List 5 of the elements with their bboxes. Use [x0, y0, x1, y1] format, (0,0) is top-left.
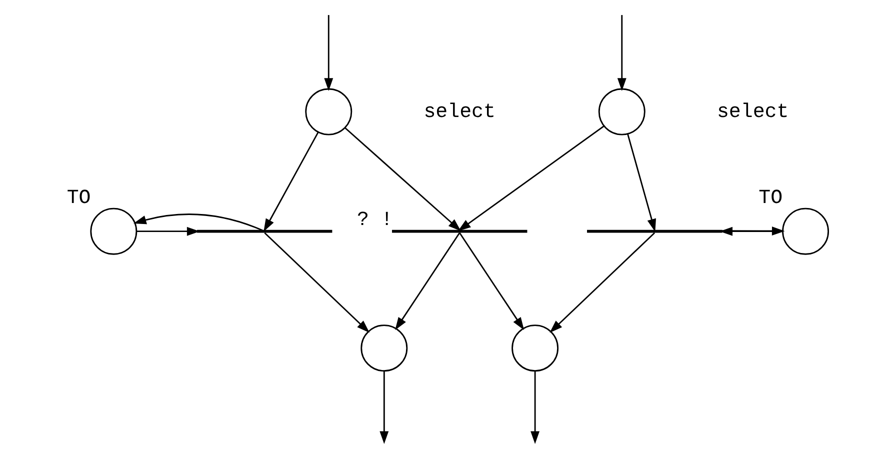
label: select: [716, 100, 788, 124]
node-label: TO: [66, 186, 90, 210]
node-label: ? !: [356, 208, 392, 232]
node-label: TO: [758, 186, 782, 210]
label: select: [423, 100, 495, 124]
